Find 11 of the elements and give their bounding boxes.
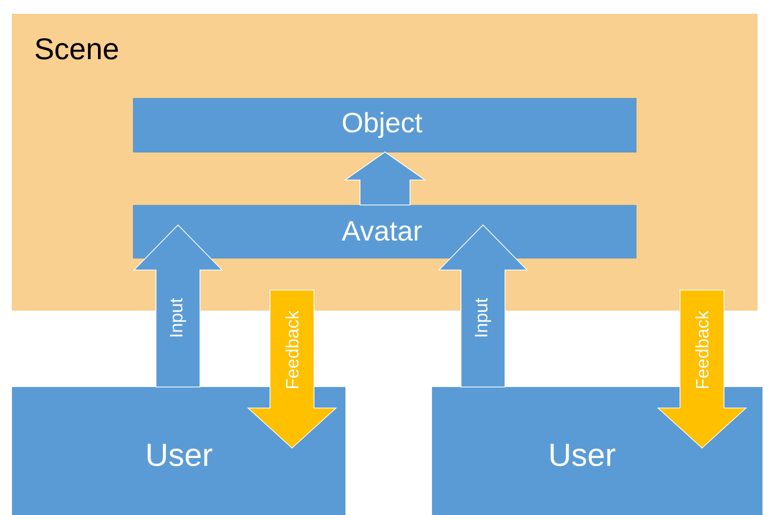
edge-label: Feedback <box>695 310 709 388</box>
user-box: User <box>12 387 346 515</box>
block-arrow <box>656 290 748 449</box>
user-box: User <box>432 387 762 515</box>
block-arrow <box>344 152 426 206</box>
block-arrow <box>133 224 223 388</box>
block-arrow <box>246 290 338 449</box>
avatar-box: Avatar <box>133 205 636 258</box>
edge-label: Feedback <box>285 310 299 388</box>
object-box: Object <box>133 98 636 152</box>
block-arrow <box>438 224 528 388</box>
